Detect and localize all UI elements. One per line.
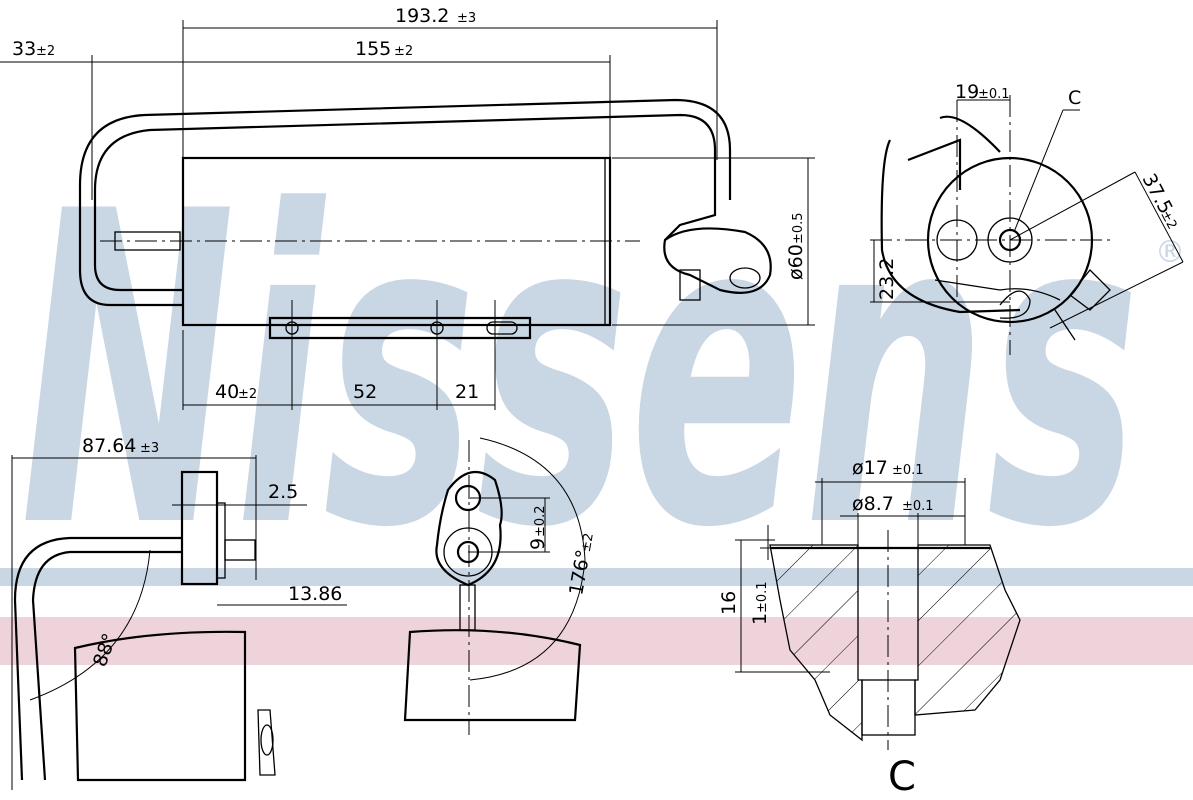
dim-hole-spacing: 52 bbox=[353, 381, 377, 403]
dim-inner-diameter: ø8.7 bbox=[852, 493, 894, 515]
dim-overall-length: 193.2 bbox=[395, 5, 449, 27]
dim-body-length: 155 bbox=[355, 38, 391, 60]
label-detail-c: C bbox=[1068, 87, 1081, 109]
dim-end-offset: 19 bbox=[955, 81, 979, 103]
dim-overall-tol: ±3 bbox=[457, 11, 476, 26]
flange-view: 9 ±0.2 176° ±2 bbox=[403, 437, 597, 735]
detail-c-label: C bbox=[888, 754, 916, 800]
watermark: Nissens ® bbox=[0, 122, 1193, 665]
registered-mark: ® bbox=[1155, 235, 1185, 270]
dim-body-tol: ±2 bbox=[394, 44, 413, 59]
dim-step: 1 bbox=[749, 613, 771, 625]
detail-c: ø17 ±0.1 ø8.7 ±0.1 16 1 ±0.1 C bbox=[718, 457, 1021, 800]
dim-pipe-tol: ±2 bbox=[36, 44, 55, 59]
watermark-stripe-blue bbox=[0, 568, 1193, 586]
watermark-brand: Nissens bbox=[20, 122, 1140, 622]
dim-flange-angle-tol: ±2 bbox=[579, 532, 597, 553]
dim-step-tol: ±0.1 bbox=[755, 581, 770, 613]
side-view: 87.64 ±3 2.5 13.86 88° bbox=[11, 435, 347, 790]
dim-bracket-offset: 40 bbox=[215, 381, 239, 403]
outlet-flange bbox=[663, 227, 772, 294]
dim-outer-tol: ±0.1 bbox=[892, 463, 924, 478]
dim-end-offset-tol: ±0.1 bbox=[978, 87, 1010, 102]
dim-inner-tol: ±0.1 bbox=[902, 499, 934, 514]
dim-flange-thickness: 2.5 bbox=[268, 481, 298, 503]
dim-side-length: 87.64 bbox=[82, 435, 136, 457]
dim-stub-length: 13.86 bbox=[288, 583, 342, 605]
dim-flange-hole-spacing: 9 bbox=[527, 538, 549, 550]
dim-bracket-tol: ±2 bbox=[238, 387, 257, 402]
dim-pipe-offset: 33 bbox=[12, 38, 36, 60]
dim-diameter: ø60 bbox=[785, 244, 807, 280]
dim-flange-hole-tol: ±0.2 bbox=[533, 505, 548, 537]
dim-diameter-tol: ±0.5 bbox=[791, 212, 806, 244]
top-view: 193.2 ±3 155 ±2 33 ±2 ø60 ±0.5 40 ±2 52 … bbox=[0, 5, 815, 410]
mounting-bracket bbox=[268, 316, 532, 340]
dim-depth: 16 bbox=[718, 591, 740, 615]
dim-end-height: 23.2 bbox=[876, 258, 898, 300]
dim-outer-diameter: ø17 bbox=[852, 457, 888, 479]
dim-slot: 21 bbox=[455, 381, 479, 403]
dim-side-length-tol: ±3 bbox=[140, 441, 159, 456]
